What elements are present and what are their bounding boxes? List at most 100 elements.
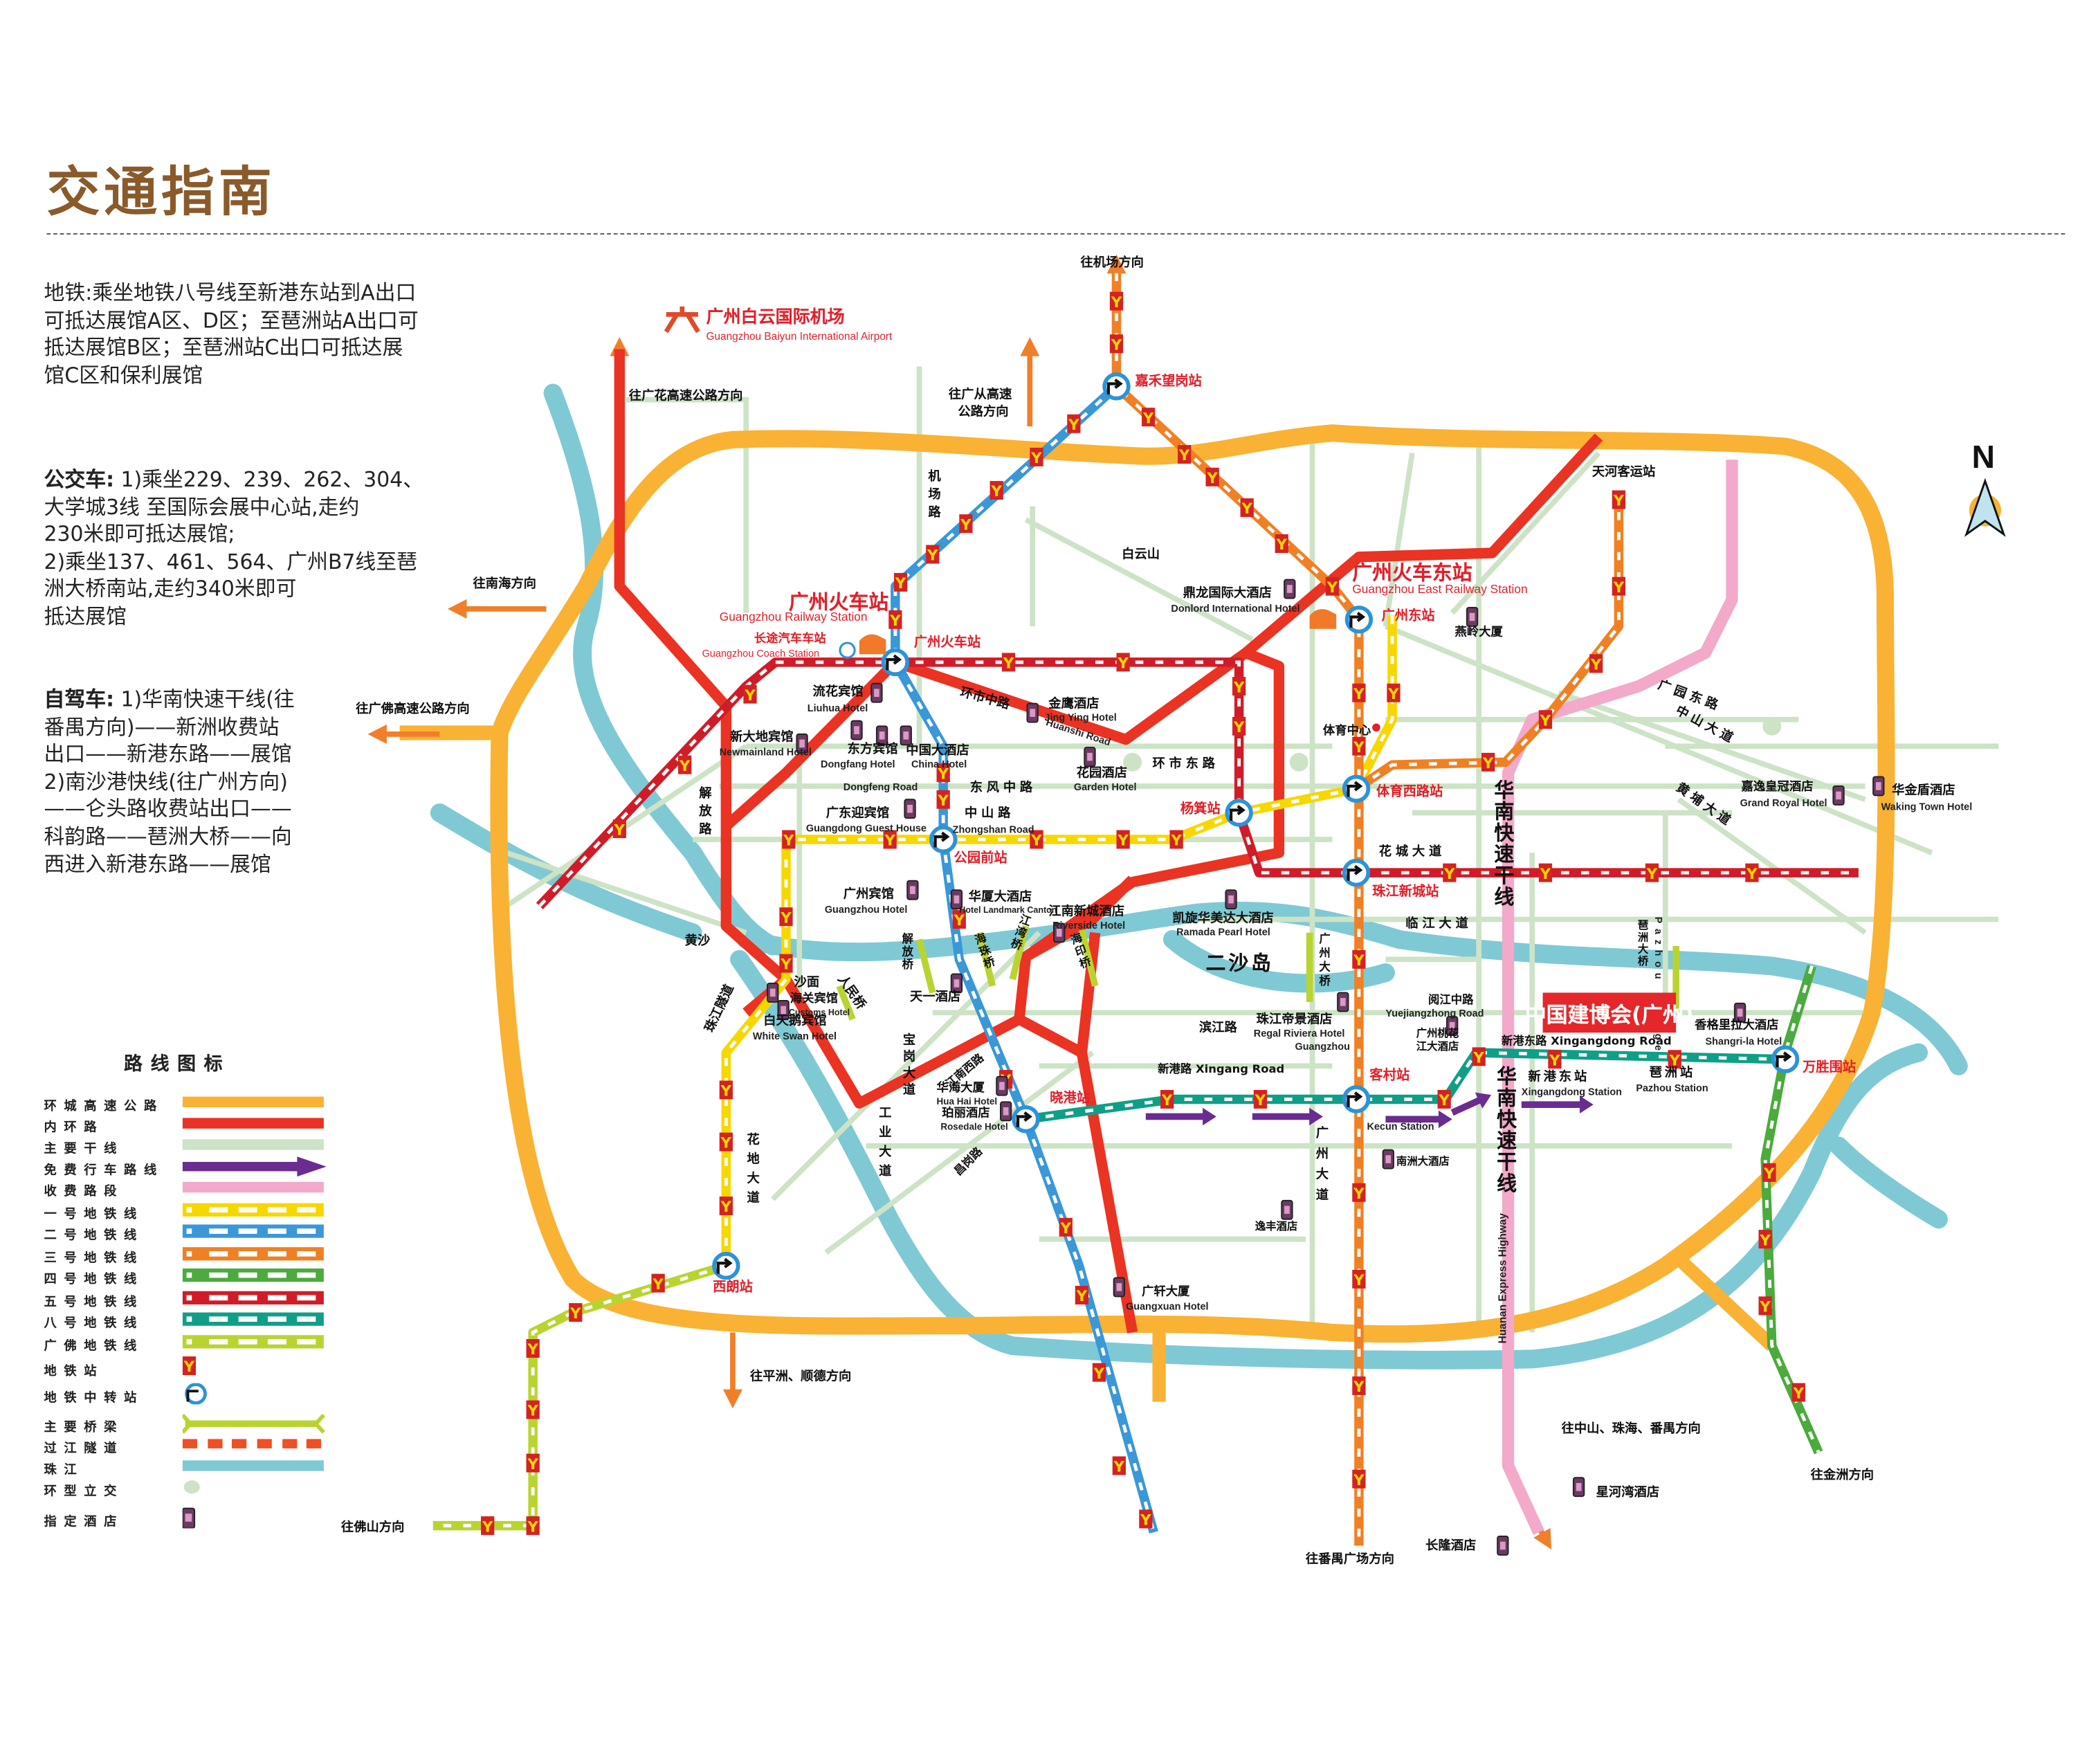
station-box (1612, 490, 1625, 509)
station-glyph: Y (780, 909, 792, 926)
hotel-icon (1466, 607, 1479, 627)
hotel-icon (1572, 1477, 1585, 1498)
station-glyph: Y (527, 1518, 538, 1535)
hotel-label: 流花宾馆 (812, 684, 864, 700)
interchange-station-icon (1342, 858, 1371, 887)
legend-item: 四号地铁线 (44, 1268, 338, 1287)
hotel-window (1385, 1155, 1392, 1163)
station-glyph: Y (1117, 832, 1129, 849)
bus-ring (839, 642, 856, 659)
hotel-icon (996, 1075, 1008, 1096)
station-glyph: Y (1353, 685, 1365, 702)
hotel-window (1737, 1008, 1743, 1017)
station-glyph: Y (1326, 579, 1338, 596)
hotel-icon (1382, 1149, 1394, 1170)
station-glyph: Y (1353, 1378, 1365, 1395)
text-line: 出口——新港东路——展馆 (44, 742, 292, 767)
station-label: 广州火车站 (913, 635, 981, 651)
hotel-label: 珀丽酒店 (942, 1107, 990, 1121)
metro-station-icon: Y (1059, 1217, 1073, 1237)
metro-station-icon: Y (1352, 1376, 1366, 1395)
river (430, 803, 702, 943)
hotel-label: 鼎龙国际大酒店 (1183, 586, 1272, 601)
main-road (1024, 517, 1254, 642)
hotel-window (1469, 612, 1475, 621)
station-box (1538, 710, 1553, 729)
metro-station-icon: Y (526, 1516, 540, 1535)
bridge-label: 广州大桥 (1316, 932, 1331, 989)
legend-item: 环型立交 (44, 1480, 338, 1499)
station-box (678, 755, 692, 774)
station-box (526, 1339, 540, 1358)
metro-station-icon: Y (1001, 653, 1016, 672)
station-box (651, 1273, 665, 1293)
legend-label: 主要桥梁 (44, 1420, 125, 1435)
station-box (1075, 1286, 1089, 1304)
hotel-window (954, 979, 960, 988)
bus-directions: 公交车: 1)乘坐229、239、262、304、 大学城3线 至国际会展中心站… (44, 466, 424, 631)
station-glyph: Y (720, 1198, 732, 1215)
station-box (1112, 1456, 1126, 1475)
legend-swatch-metro (182, 1291, 324, 1304)
road-label: 广州大道 (1313, 1125, 1328, 1209)
hotel-label-en: Waking Town Hotel (1881, 801, 1973, 813)
metro-line-4-dashes (1763, 965, 1821, 1453)
station-label-en: Pazhou Station (1636, 1082, 1708, 1094)
station-glyph: Y (1093, 1365, 1105, 1382)
hotel-icon (900, 725, 912, 746)
hotel-window (1875, 782, 1881, 790)
legend-label: 环型立交 (44, 1484, 125, 1500)
legend-swatch-mark (268, 1339, 286, 1345)
road-label: 机场路 (925, 469, 940, 523)
hotel-label: 花园酒店 (1076, 766, 1127, 781)
station-box (1160, 1089, 1174, 1109)
road-label: 解放路 (695, 785, 711, 840)
station-glyph: Y (1793, 1385, 1805, 1402)
hotel-label: 逸丰酒店 (1255, 1220, 1298, 1233)
river (736, 901, 1968, 1075)
station-glyph: Y (652, 1275, 664, 1293)
legend-item: 珠江 (44, 1459, 338, 1477)
main-road (824, 1050, 1095, 1255)
hotel-icon (906, 880, 919, 900)
legend-swatch-metro (182, 1247, 324, 1261)
station-box (1169, 830, 1183, 849)
hotel-label-en: Guangzhou (1295, 1040, 1350, 1053)
metro-station-icon: Y (1092, 1363, 1106, 1382)
station-label: 广州火车站 (788, 590, 889, 615)
highway-label: 华南快速干线 (1494, 1066, 1518, 1194)
hotel-label-en: Newmainland Hotel (719, 746, 812, 758)
hotel-label-en: Liuhua Hotel (807, 702, 868, 715)
main-road (505, 850, 747, 936)
legend-swatch-solid (182, 1181, 324, 1193)
legend-swatch-mark (209, 1228, 228, 1234)
legend-swatch-mark (238, 1228, 257, 1234)
bridge-label: 解放桥 (900, 932, 913, 971)
station-glyph: Y (1060, 1219, 1072, 1237)
metro-station-icon: Y (952, 910, 966, 929)
area-label: 黄沙 (684, 934, 711, 949)
interchange-arrow (1347, 781, 1363, 797)
expo-venue-marker[interactable]: 中国建博会(广州) (1525, 992, 1694, 1033)
legend-item: 收费路段 (44, 1181, 338, 1199)
station-glyph: Y (783, 832, 794, 849)
metro-station-icon: Y (612, 819, 626, 838)
legend-swatch-mark (297, 1156, 327, 1177)
direction-label: 往机场方向 (1080, 255, 1144, 271)
area-label: 体育中心 (1322, 725, 1371, 738)
metro-station-icon: Y (1142, 408, 1156, 426)
metro-station-icon: Y (989, 481, 1003, 500)
hotel-label-en: Shangri-la Hotel (1705, 1035, 1782, 1048)
inner-ring-road (1242, 433, 1603, 657)
legend-swatch-mark (182, 1096, 324, 1108)
road-label: 宝岗大道 (900, 1033, 915, 1100)
station-glyph: Y (1540, 865, 1551, 882)
arrow-head-icon (1020, 337, 1040, 356)
hotel-label: 嘉逸皇冠酒店 (1741, 781, 1814, 794)
station-glyph: Y (1170, 832, 1182, 849)
bridge (915, 938, 936, 994)
station-glyph: Y (1613, 579, 1625, 596)
legend-swatch-mark (209, 1339, 228, 1345)
station-glyph: Y (1076, 1287, 1088, 1304)
metro-station-icon: Y (1758, 1296, 1772, 1316)
